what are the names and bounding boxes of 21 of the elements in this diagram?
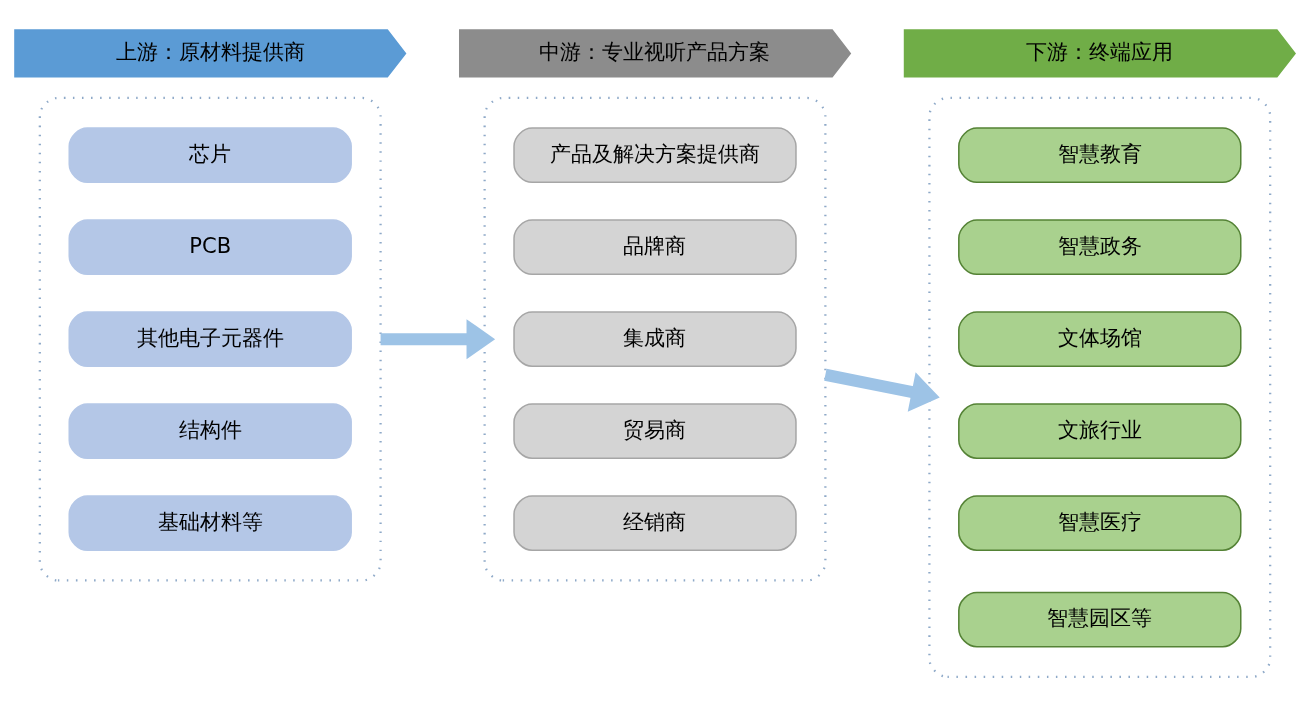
node-box: 文体场馆 xyxy=(958,311,1242,368)
node-box: 产品及解决方案提供商 xyxy=(513,127,797,184)
cluster xyxy=(928,96,1272,679)
node-box: 集成商 xyxy=(513,311,797,368)
cluster xyxy=(38,96,382,582)
node-box: 智慧教育 xyxy=(958,127,1242,184)
node-box: 品牌商 xyxy=(513,219,797,276)
node-box: 结构件 xyxy=(68,403,352,460)
node-box: PCB xyxy=(68,219,352,276)
node-box: 芯片 xyxy=(68,127,352,184)
node-box: 其他电子元器件 xyxy=(68,311,352,368)
node-box: 智慧园区等 xyxy=(958,591,1242,648)
node-box: 经销商 xyxy=(513,495,797,551)
node-box: 基础材料等 xyxy=(68,495,352,551)
arrow xyxy=(380,319,496,360)
arrow xyxy=(824,368,940,412)
cluster xyxy=(483,96,827,582)
node-box: 智慧医疗 xyxy=(958,495,1242,551)
node-box: 智慧政务 xyxy=(958,219,1242,276)
node-box: 文旅行业 xyxy=(958,403,1242,460)
node-box: 贸易商 xyxy=(513,403,797,460)
